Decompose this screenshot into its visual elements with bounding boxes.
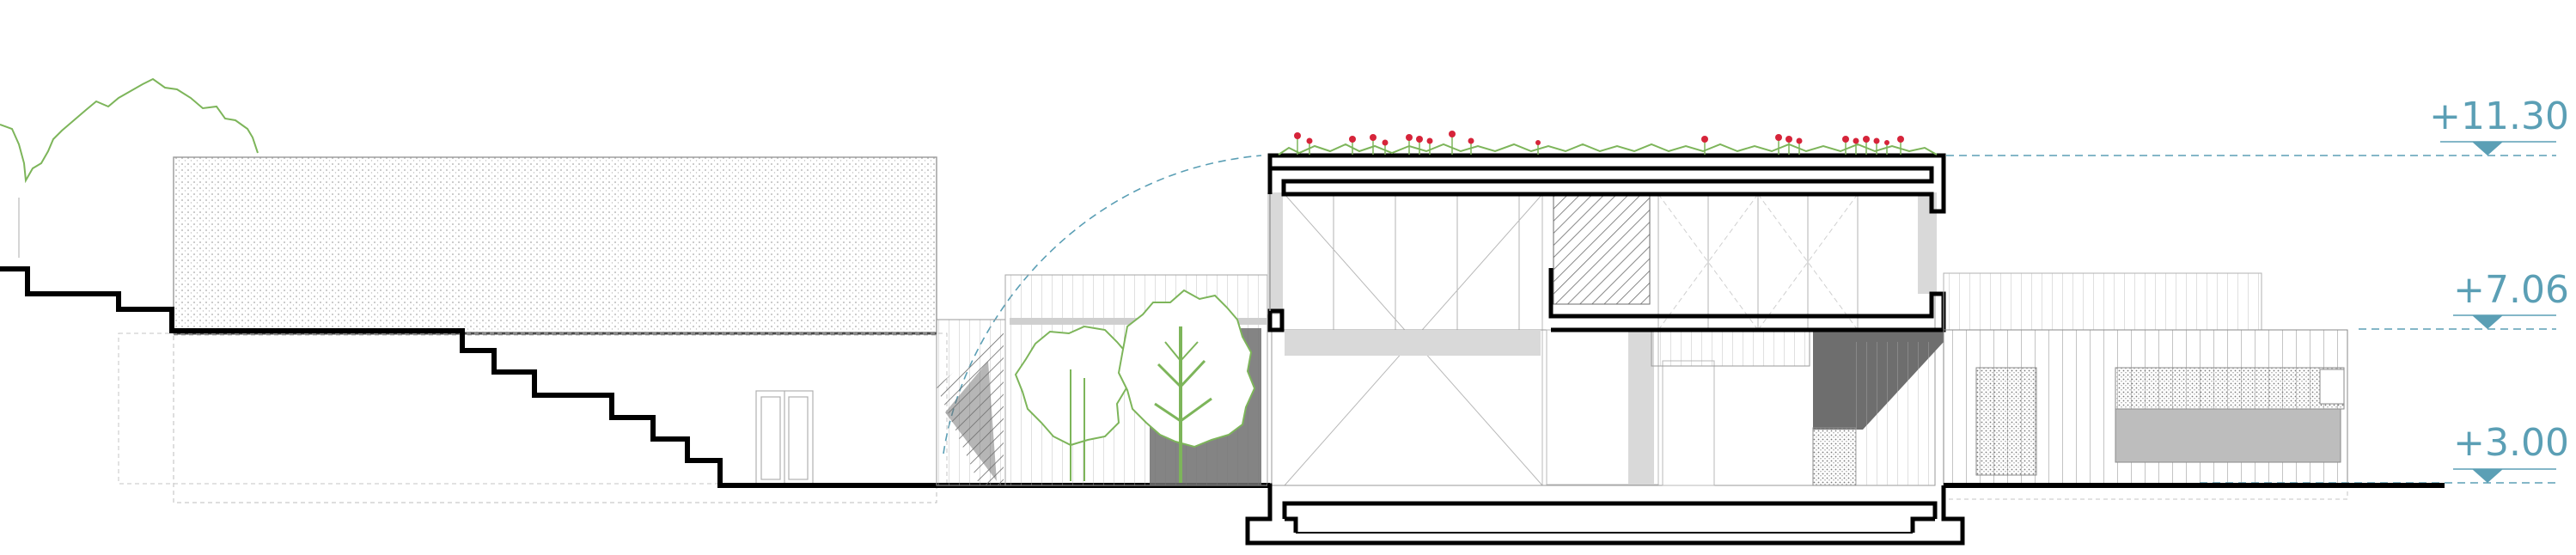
level-marker-3: +3.00 (2453, 421, 2569, 483)
neighbour-building-roof (173, 156, 937, 334)
stair-element (936, 319, 1006, 486)
level-marker-2: +7.06 (2453, 268, 2569, 329)
courtyard-tree-large (1117, 289, 1256, 483)
courtyard-tree-small (1014, 325, 1129, 481)
green-roof (1278, 143, 1938, 156)
level-label-3: +3.00 (2453, 421, 2569, 465)
stepped-terrain (0, 266, 1270, 488)
level-marker-1: +11.30 (2429, 95, 2569, 156)
main-house (1267, 153, 1946, 486)
upper-stair-hatch (1553, 193, 1651, 305)
level-lines (1933, 155, 2556, 484)
level-label-1: +11.30 (2429, 95, 2569, 138)
ground-dashed-outline (118, 332, 948, 485)
level-label-2: +7.06 (2453, 268, 2569, 312)
right-neighbour (1943, 272, 2348, 500)
tree-left-outline (0, 77, 259, 184)
neighbour-building-facade (173, 334, 937, 503)
roof-flowers (1294, 131, 1904, 155)
basement-section (1245, 483, 1965, 546)
